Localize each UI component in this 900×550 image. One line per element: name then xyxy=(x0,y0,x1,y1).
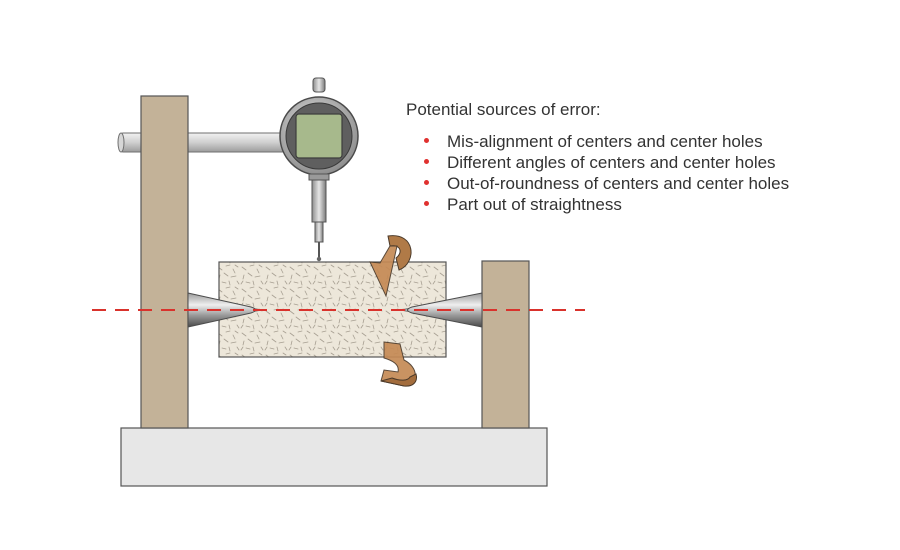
rod-end-cap xyxy=(117,132,125,153)
list-item-text: Out-of-roundness of centers and center h… xyxy=(447,174,790,193)
list-item: Part out of straightness xyxy=(424,194,789,215)
list-item-text: Different angles of centers and center h… xyxy=(447,153,776,172)
right-post xyxy=(481,260,530,429)
base-plate xyxy=(120,427,548,487)
list-item: Out-of-roundness of centers and center h… xyxy=(424,173,789,194)
left-post xyxy=(140,95,189,429)
dial-indicator-icon xyxy=(279,77,359,262)
list-item: Mis-alignment of centers and center hole… xyxy=(424,131,789,152)
bullet-icon xyxy=(424,159,429,164)
list-item: Different angles of centers and center h… xyxy=(424,152,789,173)
list-item-text: Mis-alignment of centers and center hole… xyxy=(447,132,763,151)
bullet-icon xyxy=(424,201,429,206)
legend-heading: Potential sources of error: xyxy=(406,100,601,119)
error-sources-list: Mis-alignment of centers and center hole… xyxy=(406,131,789,215)
rotation-arrow-icon xyxy=(369,235,417,387)
error-sources-legend: Potential sources of error: Mis-alignmen… xyxy=(406,100,789,215)
bullet-icon xyxy=(424,138,429,143)
bullet-icon xyxy=(424,180,429,185)
list-item-text: Part out of straightness xyxy=(447,195,622,214)
gauge-screen xyxy=(295,113,343,159)
